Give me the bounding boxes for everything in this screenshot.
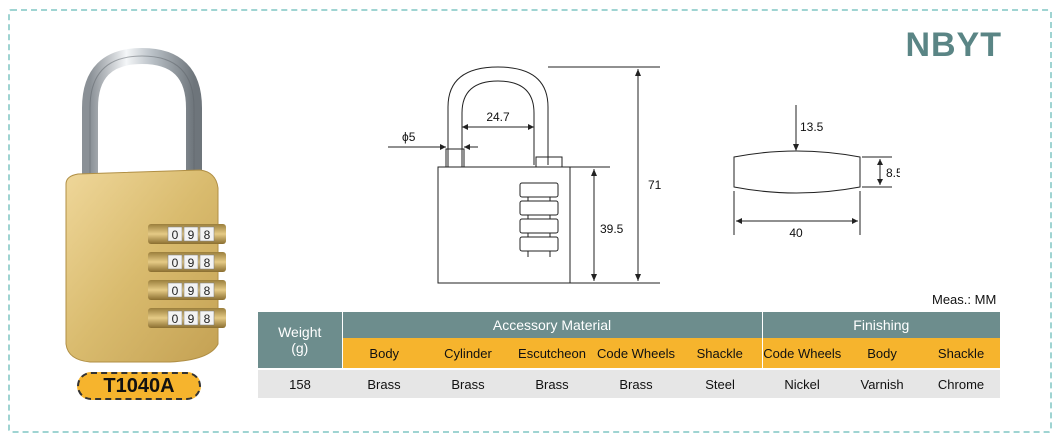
value-finish-code-wheels: Nickel [762, 368, 843, 398]
svg-text:9: 9 [188, 284, 195, 298]
svg-text:8: 8 [204, 284, 211, 298]
svg-text:8: 8 [204, 312, 211, 326]
value-escutcheon: Brass [510, 368, 594, 398]
col-escutcheon: Escutcheon [510, 338, 594, 369]
brand-logo: NBYT [905, 26, 1002, 64]
svg-text:0: 0 [172, 228, 179, 242]
side-technical-drawing: 13.5 8.5 40 [733, 105, 900, 240]
page-frame [8, 9, 1052, 433]
dim-side-top: 13.5 [800, 120, 824, 134]
dim-total-height: 71 [648, 178, 662, 192]
col-finish-shackle: Shackle [922, 338, 1001, 369]
value-finish-shackle: Chrome [922, 368, 1001, 398]
spec-table: Weight(g) Accessory Material Finishing B… [258, 312, 1001, 398]
value-body: Brass [342, 368, 426, 398]
accessory-material-header: Accessory Material [342, 312, 763, 338]
model-badge: T1040A [77, 372, 201, 400]
value-code-wheels: Brass [594, 368, 678, 398]
svg-text:0: 0 [172, 284, 179, 298]
col-shackle: Shackle [678, 338, 763, 369]
value-finish-body: Varnish [842, 368, 923, 398]
col-cylinder: Cylinder [426, 338, 510, 369]
dim-shackle-width: 24.7 [486, 110, 510, 124]
svg-text:9: 9 [188, 256, 195, 270]
finishing-header: Finishing [762, 312, 1001, 338]
col-body: Body [342, 338, 426, 369]
col-finish-code-wheels: Code Wheels [762, 338, 843, 369]
dim-side-width: 40 [789, 226, 803, 240]
value-shackle: Steel [678, 368, 763, 398]
value-weight: 158 [258, 368, 342, 398]
padlock-photo: 0 9 8 0 9 8 0 9 8 0 9 [65, 48, 226, 363]
code-wheels: 0 9 8 0 9 8 0 9 8 0 9 [148, 224, 226, 328]
measurement-unit: Meas.: MM [932, 292, 997, 307]
weight-header: Weight(g) [258, 312, 343, 369]
col-code-wheels: Code Wheels [594, 338, 678, 369]
svg-text:0: 0 [172, 256, 179, 270]
dim-body-height: 39.5 [600, 222, 624, 236]
svg-text:8: 8 [204, 256, 211, 270]
dim-shackle-diameter: ϕ5 [402, 130, 416, 144]
svg-text:8: 8 [204, 228, 211, 242]
svg-text:9: 9 [188, 312, 195, 326]
col-finish-body: Body [842, 338, 923, 369]
shackle [82, 48, 202, 190]
dim-side-thickness: 8.5 [886, 166, 900, 180]
svg-text:0: 0 [172, 312, 179, 326]
value-cylinder: Brass [426, 368, 510, 398]
svg-text:9: 9 [188, 228, 195, 242]
front-technical-drawing: 24.7 ϕ5 71 39.5 [388, 66, 662, 284]
